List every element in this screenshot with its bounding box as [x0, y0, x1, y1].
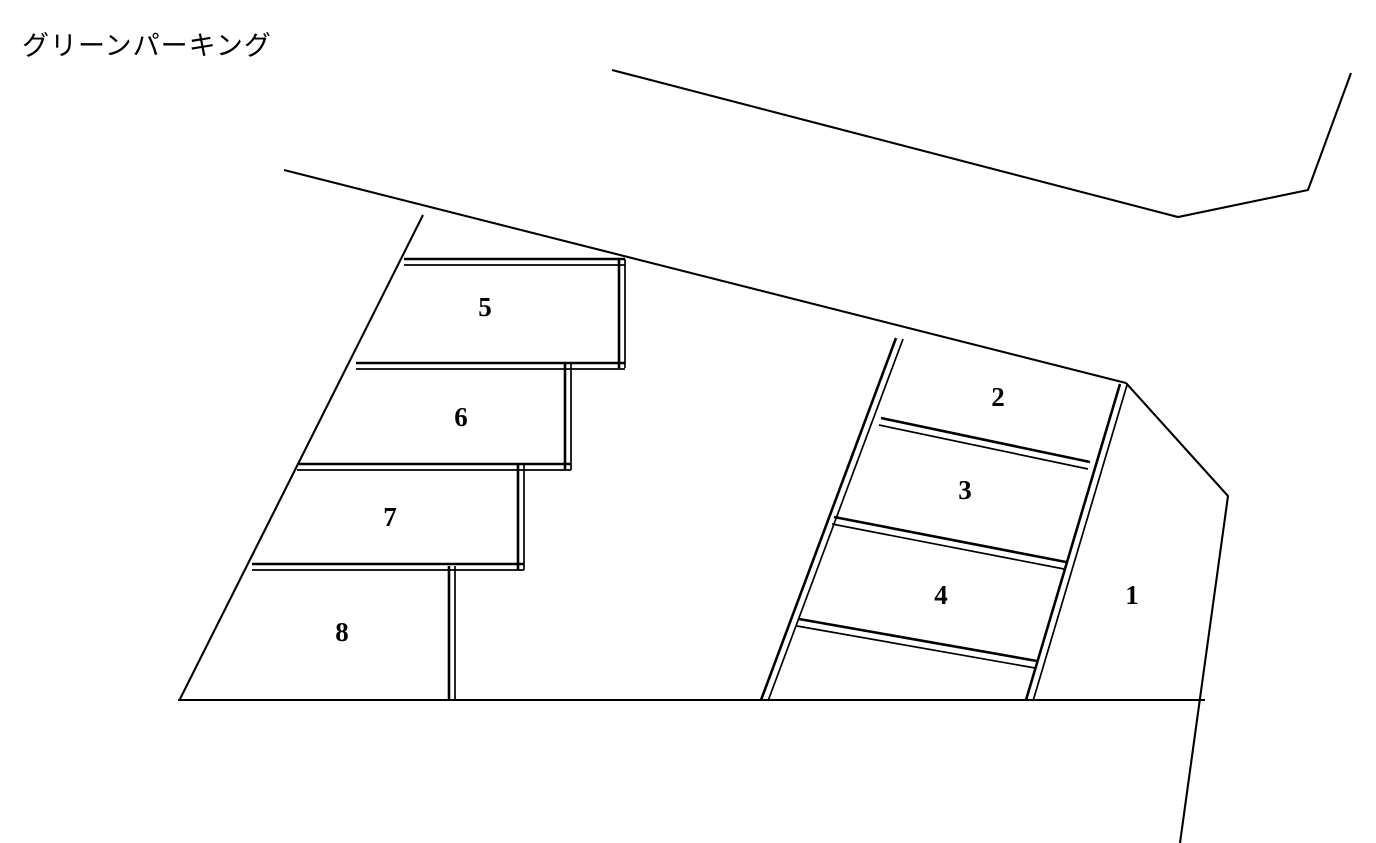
- boundary-right-edge: [1125, 382, 1230, 843]
- stall-4-bottom-divider: [796, 617, 1038, 669]
- stall-5-edge-right: [617, 259, 626, 368]
- right-group-rail-right: [1024, 383, 1128, 702]
- stall-7-edge-right: [516, 464, 525, 570]
- stall-5-divider-top: [404, 257, 625, 266]
- stall-label-1: 1: [1125, 580, 1139, 610]
- stall-7-8-divider: [252, 562, 524, 571]
- stall-8-divider-vertical: [447, 566, 456, 700]
- stall-label-8: 8: [335, 617, 349, 647]
- boundary-upper-right: [611, 68, 1352, 219]
- stall-label-6: 6: [454, 402, 468, 432]
- boundary-upper-left: [283, 168, 1127, 385]
- right-group-rail-left: [759, 337, 904, 702]
- stall-5-6-divider: [356, 361, 625, 370]
- stall-6-edge-right: [563, 363, 572, 470]
- stall-label-3: 3: [958, 475, 972, 505]
- stall-2-3-divider: [878, 416, 1091, 470]
- property-boundary: [178, 68, 1352, 843]
- boundary-left-edge: [179, 214, 424, 700]
- stall-6-7-divider: [297, 462, 571, 471]
- page-title: グリーンパーキング: [22, 31, 272, 62]
- stall-label-7: 7: [383, 502, 397, 532]
- left-stall-group: 5 6 7 8: [252, 257, 626, 700]
- right-stall-group: 1 2 3 4: [759, 337, 1139, 702]
- stall-3-4-divider: [831, 515, 1067, 570]
- stall-label-5: 5: [478, 292, 492, 322]
- stall-label-2: 2: [991, 382, 1005, 412]
- stall-label-4: 4: [934, 580, 948, 610]
